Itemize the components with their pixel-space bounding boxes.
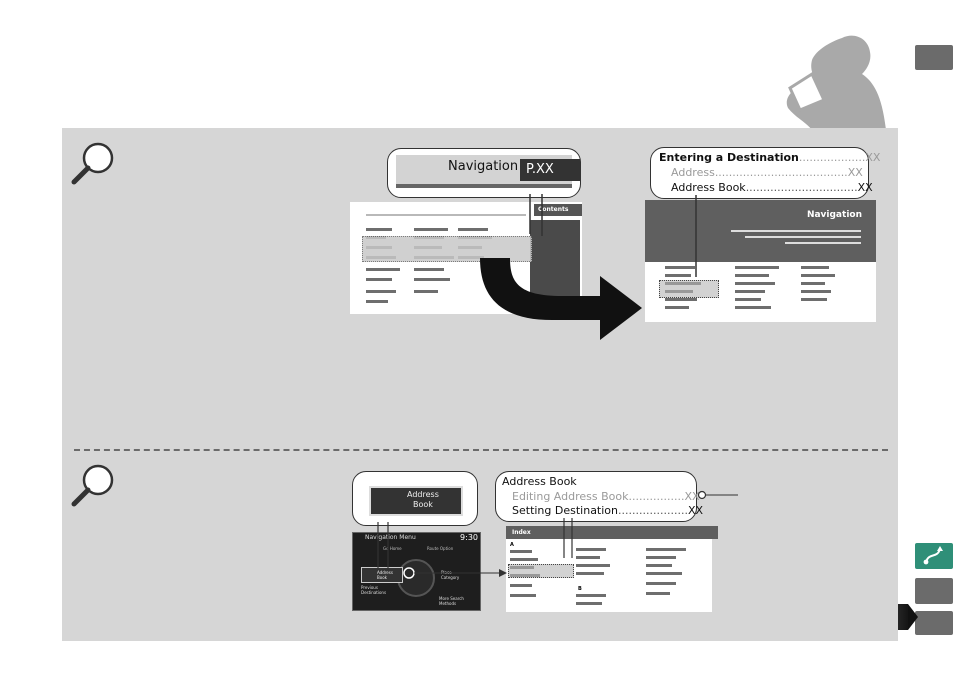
screen-time: 9:30 (460, 533, 478, 542)
contents-nav-label: Navigation (448, 159, 519, 174)
screen-route-option[interactable]: Route Option (427, 546, 454, 551)
toc-entry-address-book: Address Book............................… (671, 181, 873, 194)
section-header: Navigation (806, 210, 862, 220)
index-entry-setting: Setting Destination....................X… (512, 504, 704, 517)
pointer-line (697, 490, 738, 500)
contents-header: Contents (534, 204, 582, 216)
index-callout: Address Book Editing Address Book.......… (495, 471, 703, 522)
index-entry-heading: Address Book (502, 475, 577, 488)
magnifier-icon (71, 464, 114, 507)
screen-go-home[interactable]: Go Home (383, 546, 402, 551)
toc-callout: Entering a Destination..................… (650, 147, 880, 199)
index-header: Index (506, 526, 718, 539)
flow-arrow-icon (480, 258, 642, 340)
index-entry-editing: Editing Address Book................XX (512, 490, 700, 503)
toc-entry-address: Address.................................… (671, 166, 863, 179)
navigation-screen: Navigation Menu 9:30 Go Home Route Optio… (352, 532, 481, 611)
section-divider (74, 449, 888, 451)
screen-address-book-button[interactable] (361, 567, 403, 583)
index-page-thumbnail: Index A B (506, 526, 718, 612)
next-page-arrow-icon[interactable] (908, 604, 918, 630)
chapter-tab[interactable] (915, 45, 953, 70)
magnifier-icon (71, 142, 114, 185)
navigation-icon (923, 546, 943, 565)
address-book-callout: Address Book (352, 471, 478, 526)
contents-callout: Navigation P.XX (387, 148, 581, 198)
contents-page-ref: P.XX (520, 159, 580, 181)
address-book-button[interactable]: Address Book (369, 486, 463, 516)
nav-tab[interactable] (915, 543, 953, 569)
screen-title: Navigation Menu (365, 534, 416, 541)
home-tab[interactable] (915, 611, 953, 635)
index-tab[interactable] (915, 578, 953, 604)
link-arrow (403, 567, 507, 579)
navigation-chapter-page: Navigation (645, 200, 876, 322)
toc-entry-heading: Entering a Destination..................… (659, 151, 881, 164)
reading-person-illustration (786, 35, 886, 130)
